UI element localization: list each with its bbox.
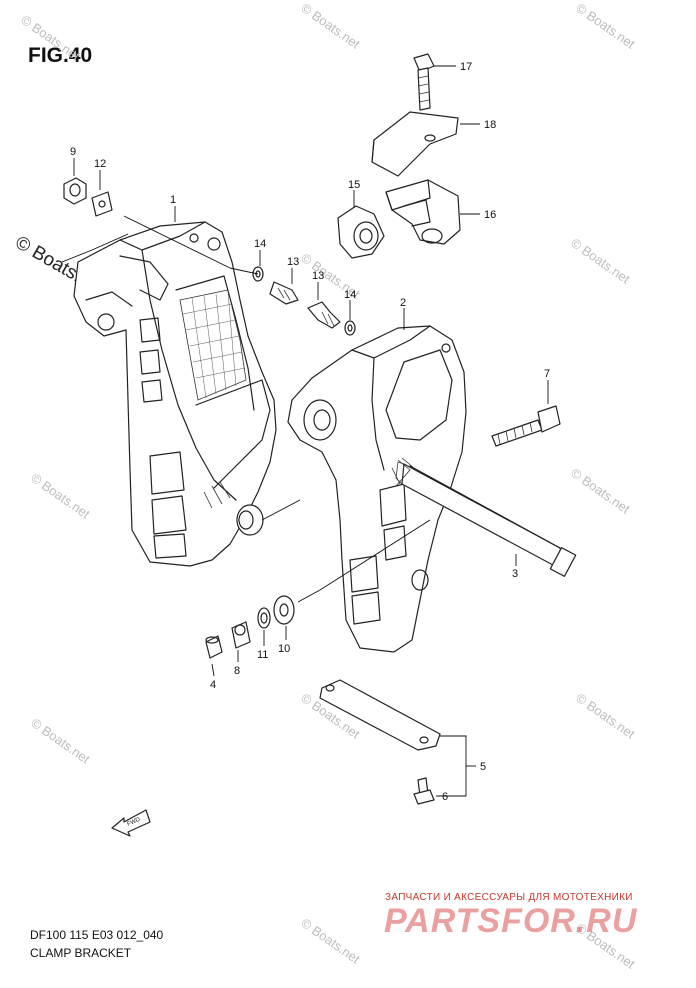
callout-13: 13 bbox=[287, 256, 299, 268]
mesh-grid bbox=[182, 291, 246, 399]
callout-13: 13 bbox=[312, 270, 324, 282]
watermark: © Boats.net bbox=[18, 12, 83, 64]
bolt-washer-13-14-right bbox=[307, 301, 356, 336]
callout-15: 15 bbox=[348, 179, 360, 191]
callout-6: 6 bbox=[442, 791, 448, 803]
watermark: © Boats.net bbox=[573, 690, 638, 742]
fwd-arrow: FWD bbox=[111, 809, 151, 837]
watermark: © Boats.net bbox=[568, 465, 633, 517]
callout-16: 16 bbox=[484, 209, 496, 221]
bolt-6 bbox=[413, 777, 435, 805]
watermark: © Boats.net bbox=[573, 0, 638, 52]
callout-7: 7 bbox=[544, 368, 550, 380]
brand-tagline: ЗАПЧАСТИ И АКСЕССУАРЫ ДЛЯ МОТОТЕХНИКИ bbox=[385, 892, 633, 903]
callout-4: 4 bbox=[210, 679, 216, 691]
spacer-set-4-8-10-11 bbox=[205, 595, 295, 659]
nut-washer-9-12 bbox=[63, 177, 113, 217]
watermark: © Boats.net bbox=[298, 915, 363, 967]
callout-18: 18 bbox=[484, 119, 496, 131]
figure-title: FIG.40 bbox=[28, 44, 93, 67]
model-code: DF100 115 E03 012_040 bbox=[30, 928, 164, 942]
fwd-label: FWD bbox=[126, 817, 142, 828]
callout-12: 12 bbox=[94, 158, 106, 170]
callout-8: 8 bbox=[234, 665, 240, 677]
bolt-17 bbox=[413, 53, 435, 111]
callout-9: 9 bbox=[70, 146, 76, 158]
callout-3: 3 bbox=[512, 568, 518, 580]
callout-17: 17 bbox=[460, 61, 472, 73]
callout-2: 2 bbox=[400, 297, 406, 309]
bolt-7 bbox=[491, 405, 561, 447]
tilt-shaft bbox=[391, 457, 577, 577]
watermark: © Boats.net bbox=[568, 235, 633, 287]
bolt-washer-13-14-left bbox=[252, 266, 299, 305]
watermarks: © Boats.net © Boats.net © Boats.net © Bo… bbox=[12, 0, 638, 972]
leader-lines bbox=[61, 65, 549, 797]
brand-logo: PARTSFOR.RU bbox=[384, 902, 638, 940]
block-16 bbox=[385, 179, 461, 245]
callout-10: 10 bbox=[278, 643, 290, 655]
callout-numbers: 1 2 3 4 5 6 7 8 9 10 11 12 13 13 14 14 1… bbox=[70, 61, 550, 803]
callout-14: 14 bbox=[254, 238, 266, 250]
knob-15 bbox=[337, 205, 385, 259]
watermark: © Boats.net bbox=[298, 0, 363, 52]
callout-14: 14 bbox=[344, 289, 356, 301]
watermark: © Boats.net bbox=[28, 715, 93, 767]
plate-5 bbox=[319, 679, 441, 751]
callout-11: 11 bbox=[257, 649, 268, 661]
callout-5: 5 bbox=[480, 761, 486, 773]
callout-1: 1 bbox=[170, 194, 176, 206]
plate-18 bbox=[371, 111, 459, 177]
clamp-bracket-left bbox=[73, 221, 277, 567]
watermark: © Boats.net bbox=[28, 470, 93, 522]
part-group-name: CLAMP BRACKET bbox=[30, 946, 132, 960]
